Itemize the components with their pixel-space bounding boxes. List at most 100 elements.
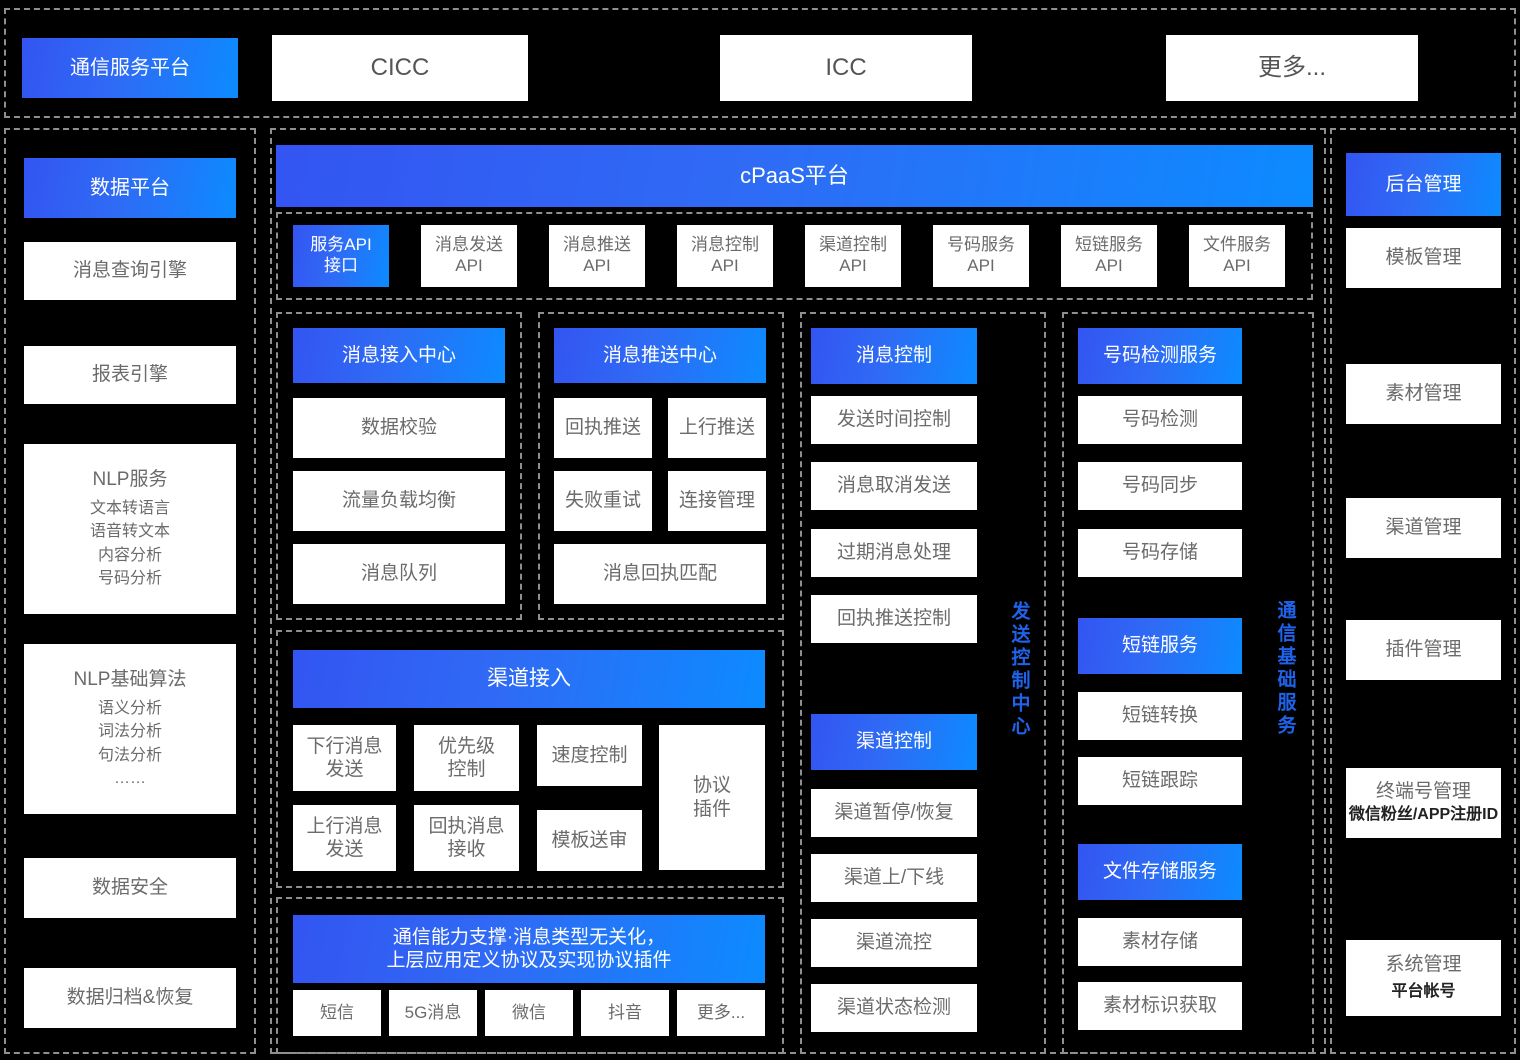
message-push-item-connection-manage[interactable]: 连接管理 (668, 471, 766, 531)
nlp-service-line-2: 语音转文本 (89, 523, 170, 541)
api-line1: 消息发送 (435, 235, 503, 255)
message-control-item-cancel-send[interactable]: 消息取消发送 (811, 462, 977, 510)
number-service-item-storage[interactable]: 号码存储 (1078, 529, 1242, 577)
admin-header[interactable]: 后台管理 (1346, 153, 1501, 216)
app-card-icc[interactable]: ICC (720, 35, 972, 101)
app-card-cicc[interactable]: CICC (272, 35, 528, 101)
channel-control-item-flow-control[interactable]: 渠道流控 (811, 919, 977, 967)
api-line2: API (839, 256, 867, 275)
shortlink-service-header[interactable]: 短链服务 (1078, 618, 1242, 674)
message-access-item-data-validation[interactable]: 数据校验 (293, 398, 505, 458)
admin-item-plugin-manage[interactable]: 插件管理 (1346, 620, 1501, 680)
message-control-item-send-time[interactable]: 发送时间控制 (811, 396, 977, 444)
message-push-item-receipt-push[interactable]: 回执推送 (554, 398, 652, 458)
channel-control-header[interactable]: 渠道控制 (811, 714, 977, 770)
channel-access-item-receipt-receive[interactable]: 回执消息 接收 (414, 805, 519, 871)
message-control-header[interactable]: 消息控制 (811, 328, 977, 384)
send-control-center-vertical-label: 发送控制中心 (1008, 601, 1030, 739)
api-line2: API (1095, 256, 1123, 275)
api-box-file-service[interactable]: 文件服务 API (1189, 225, 1285, 287)
channel-access-item-uplink-send[interactable]: 上行消息 发送 (293, 805, 396, 871)
app-card-more[interactable]: 更多... (1166, 35, 1418, 101)
api-line1: 消息控制 (691, 235, 759, 255)
top-section-group (4, 8, 1516, 118)
api-line1: 号码服务 (947, 235, 1015, 255)
file-service-item-material-storage[interactable]: 素材存储 (1078, 918, 1242, 966)
api-line2: API (711, 256, 739, 275)
message-access-item-load-balance[interactable]: 流量负载均衡 (293, 471, 505, 531)
channel-chip-sms[interactable]: 短信 (293, 990, 381, 1036)
label-line2: 发送 (325, 759, 364, 780)
shortlink-service-item-convert[interactable]: 短链转换 (1078, 692, 1242, 740)
api-box-message-push[interactable]: 消息推送 API (549, 225, 645, 287)
data-platform-item-nlp-service[interactable]: NLP服务 文本转语言 语音转文本 内容分析 号码分析 (24, 444, 236, 614)
shortlink-service-item-track[interactable]: 短链跟踪 (1078, 757, 1242, 805)
channel-control-item-status-detect[interactable]: 渠道状态检测 (811, 984, 977, 1032)
admin-item-material-manage[interactable]: 素材管理 (1346, 364, 1501, 424)
api-row-group (276, 212, 1313, 300)
data-platform-item-nlp-base-algorithm[interactable]: NLP基础算法 语义分析 词法分析 句法分析 …… (24, 644, 236, 814)
nlp-service-line-3: 内容分析 (97, 546, 162, 564)
message-control-item-expired-message[interactable]: 过期消息处理 (811, 529, 977, 577)
channel-chip-5g-message[interactable]: 5G消息 (389, 990, 477, 1036)
channel-access-item-priority-control[interactable]: 优先级 控制 (414, 725, 519, 791)
api-line1: 渠道控制 (819, 235, 887, 255)
channel-control-item-pause-resume[interactable]: 渠道暂停/恢复 (811, 789, 977, 837)
api-line2: API (455, 256, 483, 275)
label-line1: 回执消息 (428, 815, 505, 837)
channel-access-item-template-review[interactable]: 模板送审 (537, 810, 642, 871)
data-platform-item-report-engine[interactable]: 报表引擎 (24, 346, 236, 404)
admin-item-system-manage[interactable]: 系统管理 平台帐号 (1346, 940, 1501, 1016)
channel-access-item-downlink-send[interactable]: 下行消息 发送 (293, 725, 396, 791)
message-push-item-uplink-push[interactable]: 上行推送 (668, 398, 766, 458)
file-service-item-material-id[interactable]: 素材标识获取 (1078, 982, 1242, 1030)
cpaas-group (270, 128, 1326, 1054)
channel-access-item-speed-control[interactable]: 速度控制 (537, 725, 642, 786)
message-access-item-message-queue[interactable]: 消息队列 (293, 544, 505, 604)
nlp-base-line-3: 句法分析 (97, 746, 162, 764)
admin-item-template-manage[interactable]: 模板管理 (1346, 228, 1501, 288)
number-service-header[interactable]: 号码检测服务 (1078, 328, 1242, 384)
nlp-service-title: NLP服务 (92, 469, 168, 491)
admin-item-terminal-number-manage[interactable]: 终端号管理 微信粉丝/APP注册ID (1346, 768, 1501, 838)
api-box-message-send[interactable]: 消息发送 API (421, 225, 517, 287)
message-access-center-group (276, 312, 522, 620)
message-push-center-header[interactable]: 消息推送中心 (554, 328, 766, 383)
api-line2: API (1223, 256, 1251, 275)
label-line1: 下行消息 (306, 735, 383, 757)
communication-service-platform-label[interactable]: 通信服务平台 (22, 38, 238, 98)
channel-access-header[interactable]: 渠道接入 (293, 650, 765, 708)
api-box-service-api[interactable]: 服务API 接口 (293, 225, 389, 287)
message-push-item-fail-retry[interactable]: 失败重试 (554, 471, 652, 531)
channel-access-item-protocol-plugin[interactable]: 协议 插件 (659, 725, 765, 870)
label-line2: 发送 (325, 839, 364, 860)
api-box-message-control[interactable]: 消息控制 API (677, 225, 773, 287)
nlp-service-line-1: 文本转语言 (89, 500, 170, 518)
message-control-item-receipt-push-control[interactable]: 回执推送控制 (811, 595, 977, 643)
capability-support-header[interactable]: 通信能力支撑·消息类型无关化， 上层应用定义协议及实现协议插件 (293, 915, 765, 983)
data-platform-item-data-archive-restore[interactable]: 数据归档&恢复 (24, 968, 236, 1028)
message-push-item-receipt-match[interactable]: 消息回执匹配 (554, 544, 766, 604)
channel-access-group (276, 630, 784, 888)
channel-control-item-online-offline[interactable]: 渠道上/下线 (811, 854, 977, 902)
data-platform-header[interactable]: 数据平台 (24, 158, 236, 218)
number-service-item-detect[interactable]: 号码检测 (1078, 396, 1242, 444)
api-box-shortlink-service[interactable]: 短链服务 API (1061, 225, 1157, 287)
data-platform-item-message-query-engine[interactable]: 消息查询引擎 (24, 242, 236, 300)
file-service-header[interactable]: 文件存储服务 (1078, 844, 1242, 900)
api-box-number-service[interactable]: 号码服务 API (933, 225, 1029, 287)
nlp-base-line-4: …… (114, 769, 146, 787)
data-platform-item-data-security[interactable]: 数据安全 (24, 858, 236, 918)
channel-chip-wechat[interactable]: 微信 (485, 990, 573, 1036)
admin-item-channel-manage[interactable]: 渠道管理 (1346, 498, 1501, 558)
channel-chip-more[interactable]: 更多... (677, 990, 765, 1036)
basic-services-vertical-label: 通信基础服务 (1274, 600, 1296, 738)
nlp-service-line-4: 号码分析 (97, 569, 162, 587)
admin-item-title: 终端号管理 (1375, 780, 1471, 802)
number-service-item-sync[interactable]: 号码同步 (1078, 462, 1242, 510)
api-box-channel-control[interactable]: 渠道控制 API (805, 225, 901, 287)
message-access-center-header[interactable]: 消息接入中心 (293, 328, 505, 383)
channel-chip-douyin[interactable]: 抖音 (581, 990, 669, 1036)
cpaas-platform-header[interactable]: cPaaS平台 (276, 145, 1313, 207)
